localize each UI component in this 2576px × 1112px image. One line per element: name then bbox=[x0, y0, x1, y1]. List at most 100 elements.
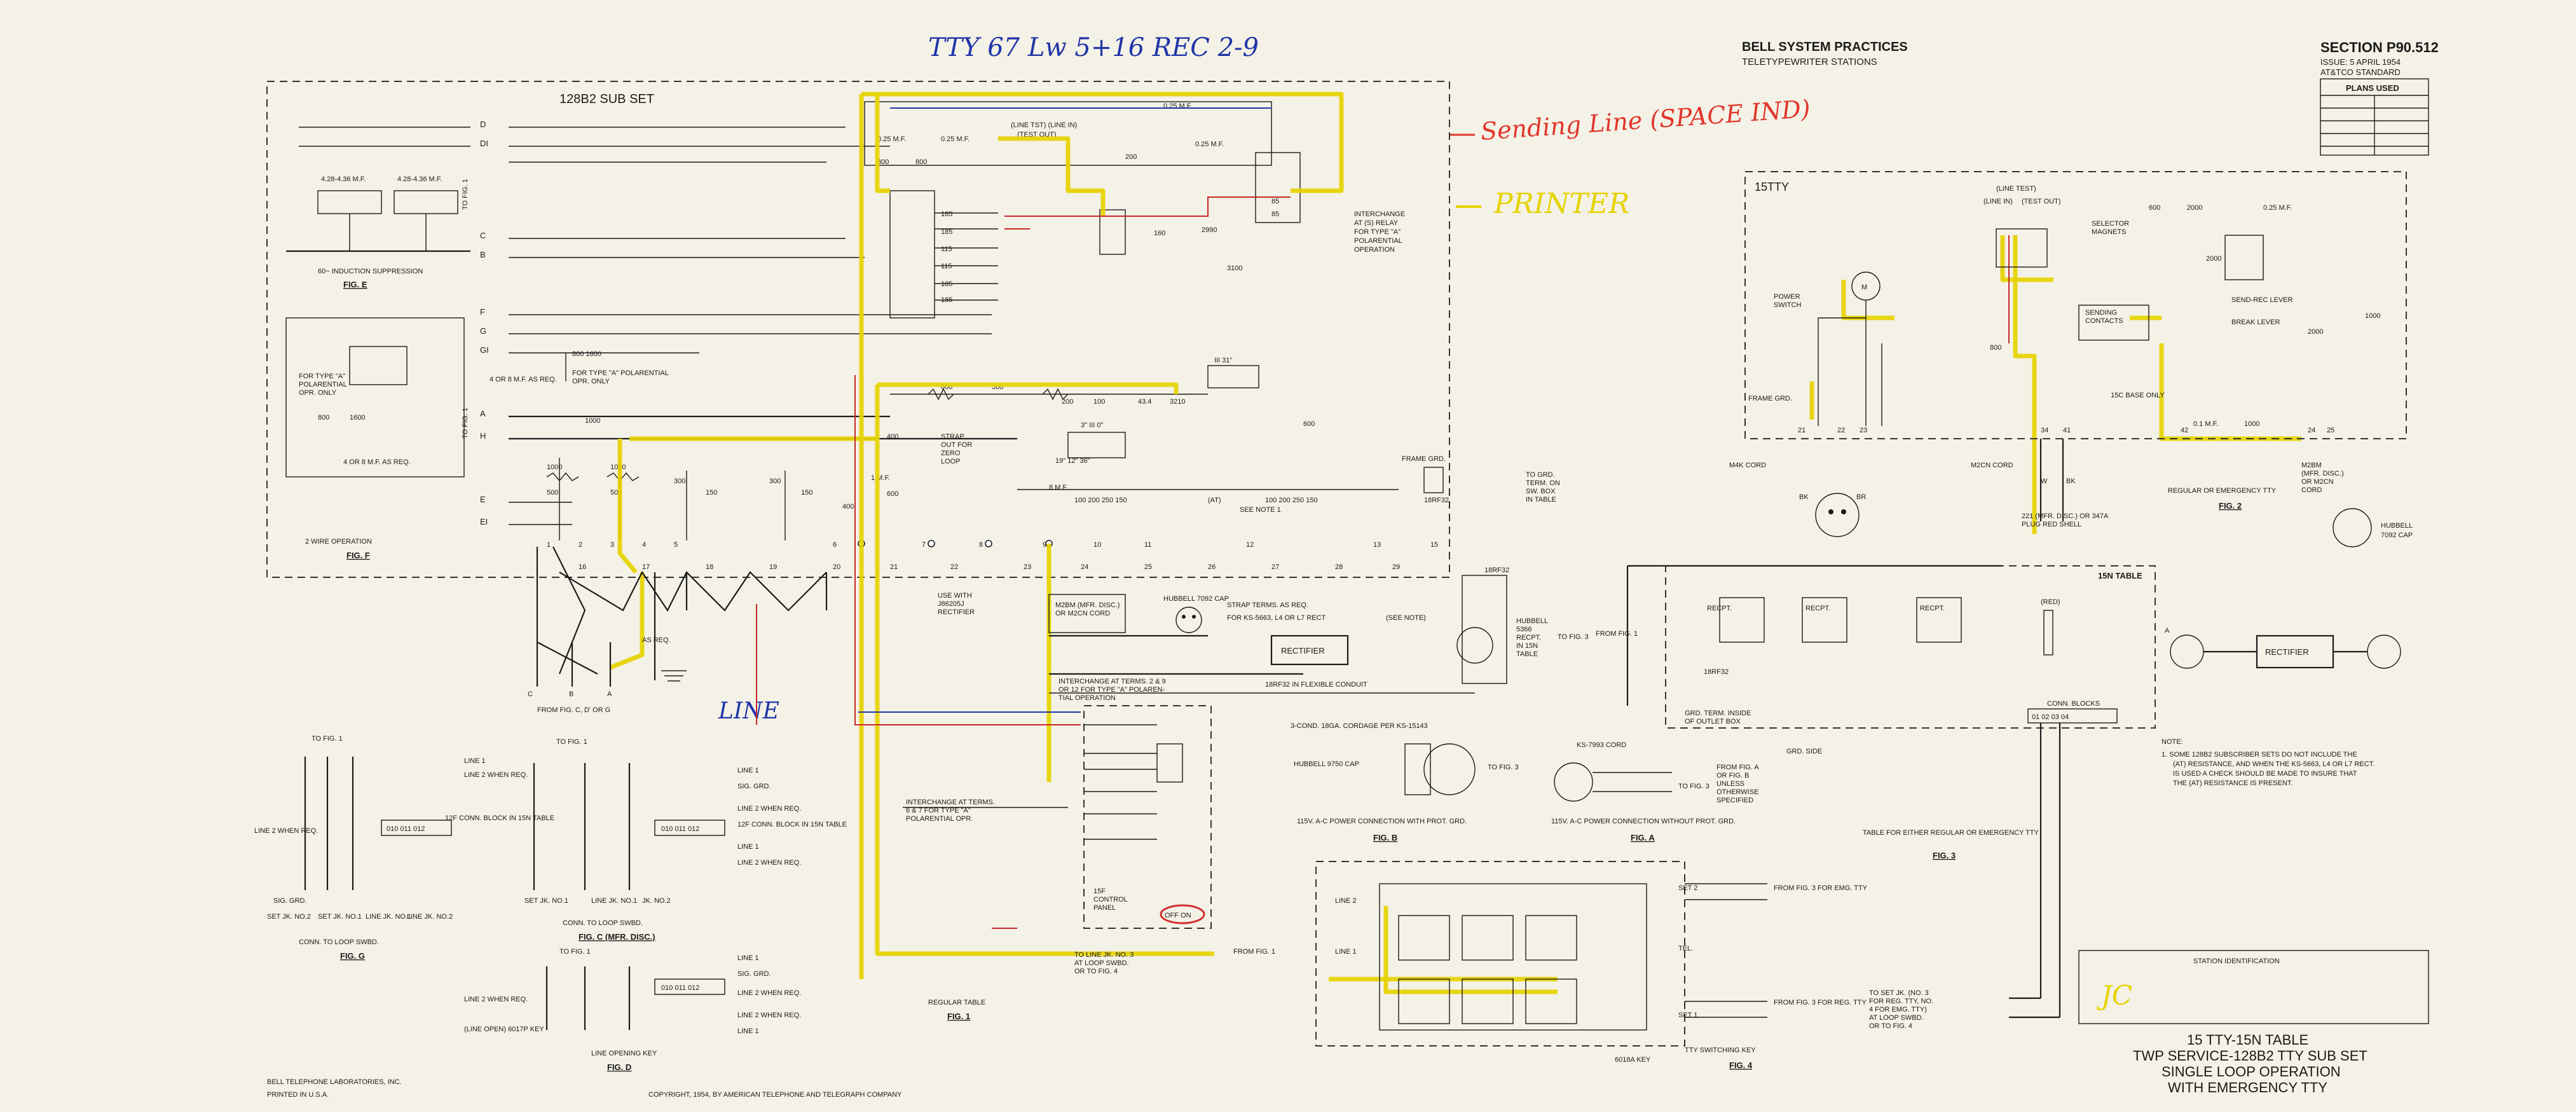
svg-text:18RF32: 18RF32 bbox=[1424, 497, 1449, 504]
svg-text:19: 19 bbox=[769, 563, 777, 571]
svg-text:11: 11 bbox=[1144, 541, 1151, 549]
svg-text:42: 42 bbox=[2181, 427, 2188, 434]
svg-text:23: 23 bbox=[1860, 427, 1867, 434]
fig4-set-2: SET 2 bbox=[1678, 884, 1697, 892]
svg-text:115: 115 bbox=[941, 263, 952, 270]
svg-text:8: 8 bbox=[979, 541, 983, 549]
line-open-key: (LINE OPEN) 6017P KEY bbox=[464, 1026, 544, 1033]
svg-text:B: B bbox=[569, 690, 573, 698]
svg-text:W: W bbox=[2041, 477, 2048, 485]
svg-text:18: 18 bbox=[706, 563, 713, 571]
fig-e-caption: FIG. E bbox=[343, 280, 367, 289]
fig-e-induction-suppression: DDI CB 4.28-4.36 M.F. 4.28-4.36 M.F. 60~… bbox=[286, 120, 488, 289]
fig-b-description: 115V. A-C POWER CONNECTION WITH PROT. GR… bbox=[1297, 818, 1467, 825]
svg-text:5: 5 bbox=[674, 541, 678, 549]
svg-text:SET JK. NO.2: SET JK. NO.2 bbox=[267, 913, 311, 921]
svg-text:LINE 1: LINE 1 bbox=[737, 843, 759, 851]
svg-text:CONTACTS: CONTACTS bbox=[2085, 317, 2123, 325]
plans-used-label: PLANS USED bbox=[2346, 83, 2399, 93]
svg-text:29: 29 bbox=[1392, 563, 1400, 571]
svg-text:22: 22 bbox=[950, 563, 958, 571]
svg-text:0.25 M.F.: 0.25 M.F. bbox=[2263, 204, 2292, 212]
for-ks-label: FOR KS-5663, L4 OR L7 RECT bbox=[1227, 614, 1326, 622]
svg-text:010 011 012: 010 011 012 bbox=[387, 825, 425, 833]
svg-text:1 M.F.: 1 M.F. bbox=[871, 474, 890, 482]
svg-text:G: G bbox=[480, 326, 486, 336]
m4k-cord-label: M4K CORD bbox=[1729, 462, 1766, 469]
conn-blocks-label: CONN. BLOCKS bbox=[2047, 700, 2100, 708]
svg-text:E: E bbox=[480, 495, 486, 504]
svg-text:LINE 1: LINE 1 bbox=[464, 757, 486, 765]
table-15n-title: 15N TABLE bbox=[2098, 571, 2142, 580]
svg-text:(SEE NOTE): (SEE NOTE) bbox=[1386, 614, 1426, 622]
handwritten-sending-line: Sending Line (SPACE IND) bbox=[1480, 95, 1811, 146]
svg-text:100 200 250 150: 100 200 250 150 bbox=[1074, 497, 1127, 504]
svg-text:400: 400 bbox=[887, 433, 898, 441]
svg-text:0.1 M.F.: 0.1 M.F. bbox=[2193, 420, 2218, 428]
svg-text:150: 150 bbox=[801, 489, 812, 497]
off-on-switch: OFF ON bbox=[1165, 912, 1191, 919]
fig-c-description: CONN. TO LOOP SWBD. bbox=[563, 919, 643, 927]
svg-text:RECPT.: RECPT. bbox=[1805, 605, 1830, 612]
svg-text:LINE 2 WHEN REQ.: LINE 2 WHEN REQ. bbox=[737, 859, 801, 867]
svg-text:OPR. ONLY: OPR. ONLY bbox=[572, 378, 610, 385]
svg-text:TO FIG. 1: TO FIG. 1 bbox=[312, 735, 343, 743]
svg-text:17: 17 bbox=[642, 563, 650, 571]
fig-g-description: CONN. TO LOOP SWBD. bbox=[299, 938, 379, 946]
svg-text:EI: EI bbox=[480, 517, 488, 526]
svg-text:500: 500 bbox=[547, 489, 558, 497]
tty15-title: 15TTY bbox=[1755, 181, 1789, 193]
svg-text:23: 23 bbox=[1024, 563, 1031, 571]
svg-text:LINE 2 WHEN REQ.: LINE 2 WHEN REQ. bbox=[464, 771, 528, 779]
svg-text:8 M.F.: 8 M.F. bbox=[1049, 484, 1068, 491]
svg-text:7092 CAP: 7092 CAP bbox=[2381, 532, 2413, 539]
svg-text:LINE 2 WHEN REQ.: LINE 2 WHEN REQ. bbox=[737, 1012, 801, 1019]
fig-3-caption: FIG. 3 bbox=[1933, 851, 1956, 860]
frame-grd-label: FRAME GRD. bbox=[1402, 455, 1446, 463]
svg-text:25: 25 bbox=[2327, 427, 2334, 434]
rf32-conduit-label: 18RF32 IN FLEXIBLE CONDUIT bbox=[1265, 681, 1367, 689]
svg-text:1000: 1000 bbox=[2365, 312, 2380, 320]
svg-text:TO FIG. 3: TO FIG. 3 bbox=[1558, 633, 1589, 641]
svg-text:TO FIG. 1: TO FIG. 1 bbox=[556, 738, 587, 746]
svg-text:(RED): (RED) bbox=[2041, 598, 2060, 606]
svg-text:18RF32: 18RF32 bbox=[1484, 566, 1509, 574]
svg-text:LINE 2 WHEN REQ.: LINE 2 WHEN REQ. bbox=[464, 996, 528, 1003]
svg-text:185: 185 bbox=[941, 210, 952, 218]
svg-text:HUBBELL: HUBBELL bbox=[2381, 522, 2413, 530]
sub-set-title: 128B2 SUB SET bbox=[559, 92, 654, 106]
fig-3-description: TABLE FOR EITHER REGULAR OR EMERGENCY TT… bbox=[1863, 829, 2039, 837]
svg-text:BR: BR bbox=[1856, 493, 1866, 501]
handwritten-printer: PRINTER bbox=[1493, 188, 1629, 220]
interchange-terms-6-7: INTERCHANGE AT TERMS. 6 & 7 FOR TYPE "A"… bbox=[906, 799, 997, 823]
svg-text:100: 100 bbox=[1093, 398, 1105, 406]
svg-text:FROM FIG. C, D' OR G: FROM FIG. C, D' OR G bbox=[537, 706, 610, 714]
fig-f-two-wire: FG GIA HE EI FOR TYPE "A" POLARENTIAL OP… bbox=[285, 307, 489, 560]
rectifier-assembly: M2BM (MFR. DISC.)OR M2CN CORD HUBBELL 70… bbox=[938, 455, 1638, 684]
svg-text:185: 185 bbox=[941, 280, 952, 288]
svg-text:20: 20 bbox=[833, 563, 840, 571]
svg-text:0.25 M.F.: 0.25 M.F. bbox=[941, 135, 969, 143]
svg-text:C: C bbox=[528, 690, 533, 698]
fig-1-description: REGULAR TABLE bbox=[928, 999, 985, 1006]
fig-d-description: LINE OPENING KEY bbox=[591, 1050, 657, 1057]
copyright-label: COPYRIGHT, 1954, BY AMERICAN TELEPHONE A… bbox=[648, 1091, 902, 1099]
interchange-terms-2-9: INTERCHANGE AT TERMS. 2 & 9 OR 12 FOR TY… bbox=[1058, 678, 1168, 702]
issue-date: ISSUE: 5 APRIL 1954 bbox=[2320, 57, 2401, 67]
rectifier-label-right: RECTIFIER bbox=[2265, 647, 2309, 657]
svg-text:9: 9 bbox=[1043, 541, 1046, 549]
svg-text:800: 800 bbox=[915, 158, 927, 166]
svg-text:01 02 03 04: 01 02 03 04 bbox=[2032, 713, 2069, 721]
company-subtitle: TELETYPEWRITER STATIONS bbox=[1742, 57, 1877, 67]
fig-b-caption: FIG. B bbox=[1373, 833, 1397, 842]
svg-text:POLARENTIAL: POLARENTIAL bbox=[299, 381, 347, 388]
title-line-1: 15 TTY-15N TABLE bbox=[2187, 1032, 2308, 1048]
